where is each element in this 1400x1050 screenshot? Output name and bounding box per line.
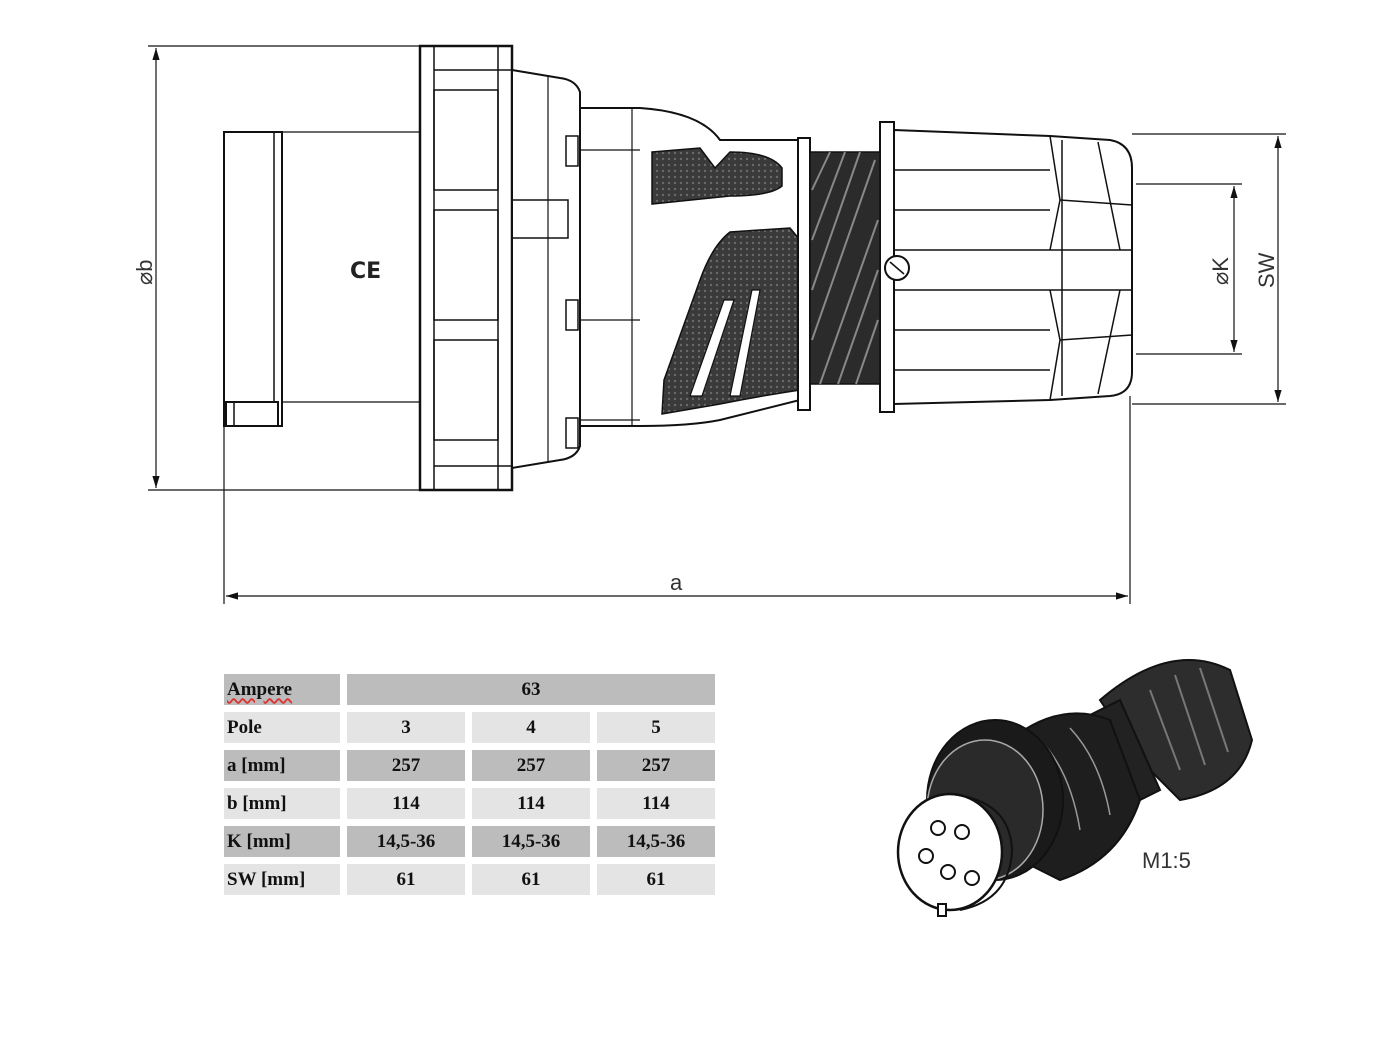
table-row: SW [mm] 61 61 61: [224, 864, 715, 895]
table-row: b [mm] 114 114 114: [224, 788, 715, 819]
header-value: 63: [347, 674, 715, 705]
dimension-label-k: ⌀K: [1208, 257, 1233, 285]
dimension-label-sw: SW: [1254, 252, 1279, 288]
table-row: a [mm] 257 257 257: [224, 750, 715, 781]
table-cell: 5: [597, 712, 715, 743]
table-cell: 61: [597, 864, 715, 895]
table-cell: 257: [347, 750, 465, 781]
connector-side-view: [223, 44, 1133, 492]
ce-mark: CE: [350, 259, 381, 284]
dimension-label-a: a: [670, 570, 683, 595]
dimension-label-b: ⌀b: [132, 260, 157, 285]
table-cell: 14,5-36: [472, 826, 590, 857]
table-cell: 61: [347, 864, 465, 895]
table-cell: 61: [472, 864, 590, 895]
table-cell: 114: [347, 788, 465, 819]
scale-label: M1:5: [1142, 848, 1191, 873]
table-row: Pole 3 4 5: [224, 712, 715, 743]
table-cell: 257: [472, 750, 590, 781]
specification-table: Ampere 63 Pole 3 4 5 a [mm] 257 257 257 …: [217, 674, 722, 895]
table-cell: 114: [597, 788, 715, 819]
dimension-lines: [148, 45, 1286, 604]
table-cell: 114: [472, 788, 590, 819]
table-cell: 14,5-36: [347, 826, 465, 857]
row-label: Pole: [224, 712, 340, 743]
row-label: a [mm]: [224, 750, 340, 781]
table-header-row: Ampere 63: [224, 674, 715, 705]
connector-3d-illustration: [896, 659, 1254, 917]
table-row: K [mm] 14,5-36 14,5-36 14,5-36: [224, 826, 715, 857]
row-label: SW [mm]: [224, 864, 340, 895]
table-cell: 14,5-36: [597, 826, 715, 857]
table-cell: 3: [347, 712, 465, 743]
table-cell: 4: [472, 712, 590, 743]
row-label: b [mm]: [224, 788, 340, 819]
row-label: K [mm]: [224, 826, 340, 857]
table-cell: 257: [597, 750, 715, 781]
header-label: Ampere: [224, 674, 340, 705]
